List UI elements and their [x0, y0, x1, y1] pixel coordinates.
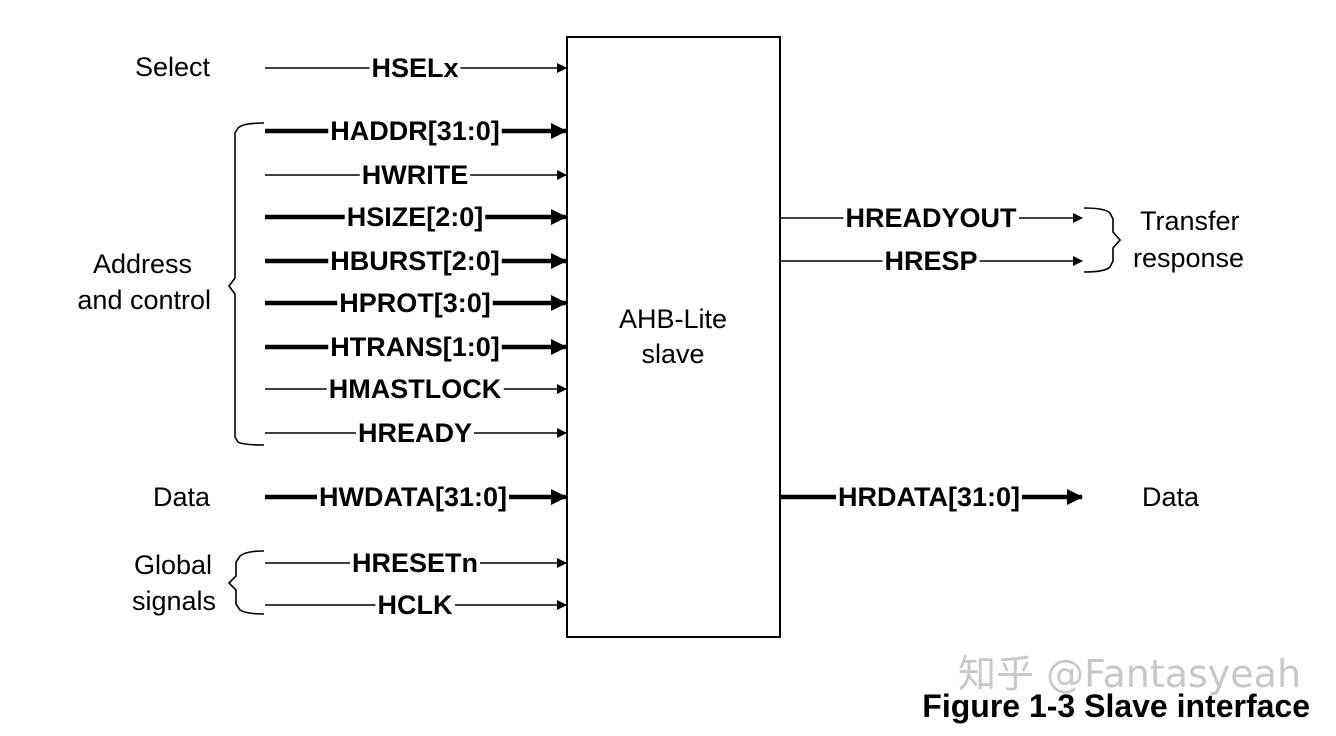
global-signals-label-line1: Global — [134, 550, 212, 580]
data-in-group-label: Data — [153, 482, 211, 512]
hburst-label-bg — [328, 246, 502, 276]
hwrite-label-bg — [359, 160, 471, 190]
figure-caption: Figure 1-3 Slave interface — [922, 688, 1310, 724]
select-group-label: Select — [135, 52, 211, 82]
hwdata-label: HWDATA[31:0] — [319, 482, 507, 512]
global-signals-label-line2: signals — [132, 586, 216, 616]
transfer-response-label-line2: response — [1133, 243, 1244, 273]
haddr-label-bg — [328, 116, 502, 146]
transfer-response-label-line1: Transfer — [1140, 206, 1240, 236]
hmastlock-label-bg — [326, 374, 504, 404]
hprot-label: HPROT[3:0] — [339, 288, 491, 318]
ahb-lite-slave-block — [566, 36, 781, 638]
hselx-label-bg — [369, 53, 461, 83]
input-signals: HSELx HADDR[31:0] HWRITE HSIZE[2:0] HBUR… — [265, 53, 567, 620]
hresetn-label: HRESETn — [352, 548, 478, 578]
htrans-label: HTRANS[1:0] — [330, 332, 500, 362]
hprot-label-bg — [337, 288, 493, 318]
watermark-text: 知乎 @Fantasyeah — [958, 652, 1301, 696]
hrdata-label: HRDATA[31:0] — [838, 482, 1020, 512]
address-control-label-line2: and control — [77, 285, 211, 315]
hclk-label: HCLK — [378, 590, 453, 620]
hsize-label-bg — [344, 202, 486, 232]
global-signals-brace — [227, 550, 265, 615]
hready-label: HREADY — [358, 418, 472, 448]
hreadyout-label-bg — [843, 203, 1020, 233]
hwdata-label-bg — [317, 482, 509, 512]
block-label-line1: AHB-Lite — [619, 304, 727, 334]
transfer-response-brace — [1083, 207, 1122, 273]
block-label-line2: slave — [641, 339, 704, 369]
hmastlock-label: HMASTLOCK — [329, 374, 502, 404]
hready-label-bg — [355, 418, 475, 448]
address-control-label-line1: Address — [93, 249, 192, 279]
hreadyout-label: HREADYOUT — [845, 203, 1017, 233]
hrdata-label-bg — [836, 482, 1022, 512]
hselx-label: HSELx — [371, 53, 458, 83]
hclk-label-bg — [375, 590, 455, 620]
hresp-label-bg — [882, 246, 980, 276]
hburst-label: HBURST[2:0] — [330, 246, 500, 276]
address-control-brace — [228, 122, 265, 446]
hsize-label: HSIZE[2:0] — [347, 202, 484, 232]
output-signals: HREADYOUT HRESP HRDATA[31:0] — [781, 203, 1083, 512]
hwrite-label: HWRITE — [362, 160, 468, 190]
haddr-label: HADDR[31:0] — [330, 116, 500, 146]
htrans-label-bg — [328, 332, 502, 362]
data-out-group-label: Data — [1142, 482, 1200, 512]
hresetn-label-bg — [349, 548, 481, 578]
hresp-label: HRESP — [884, 246, 977, 276]
